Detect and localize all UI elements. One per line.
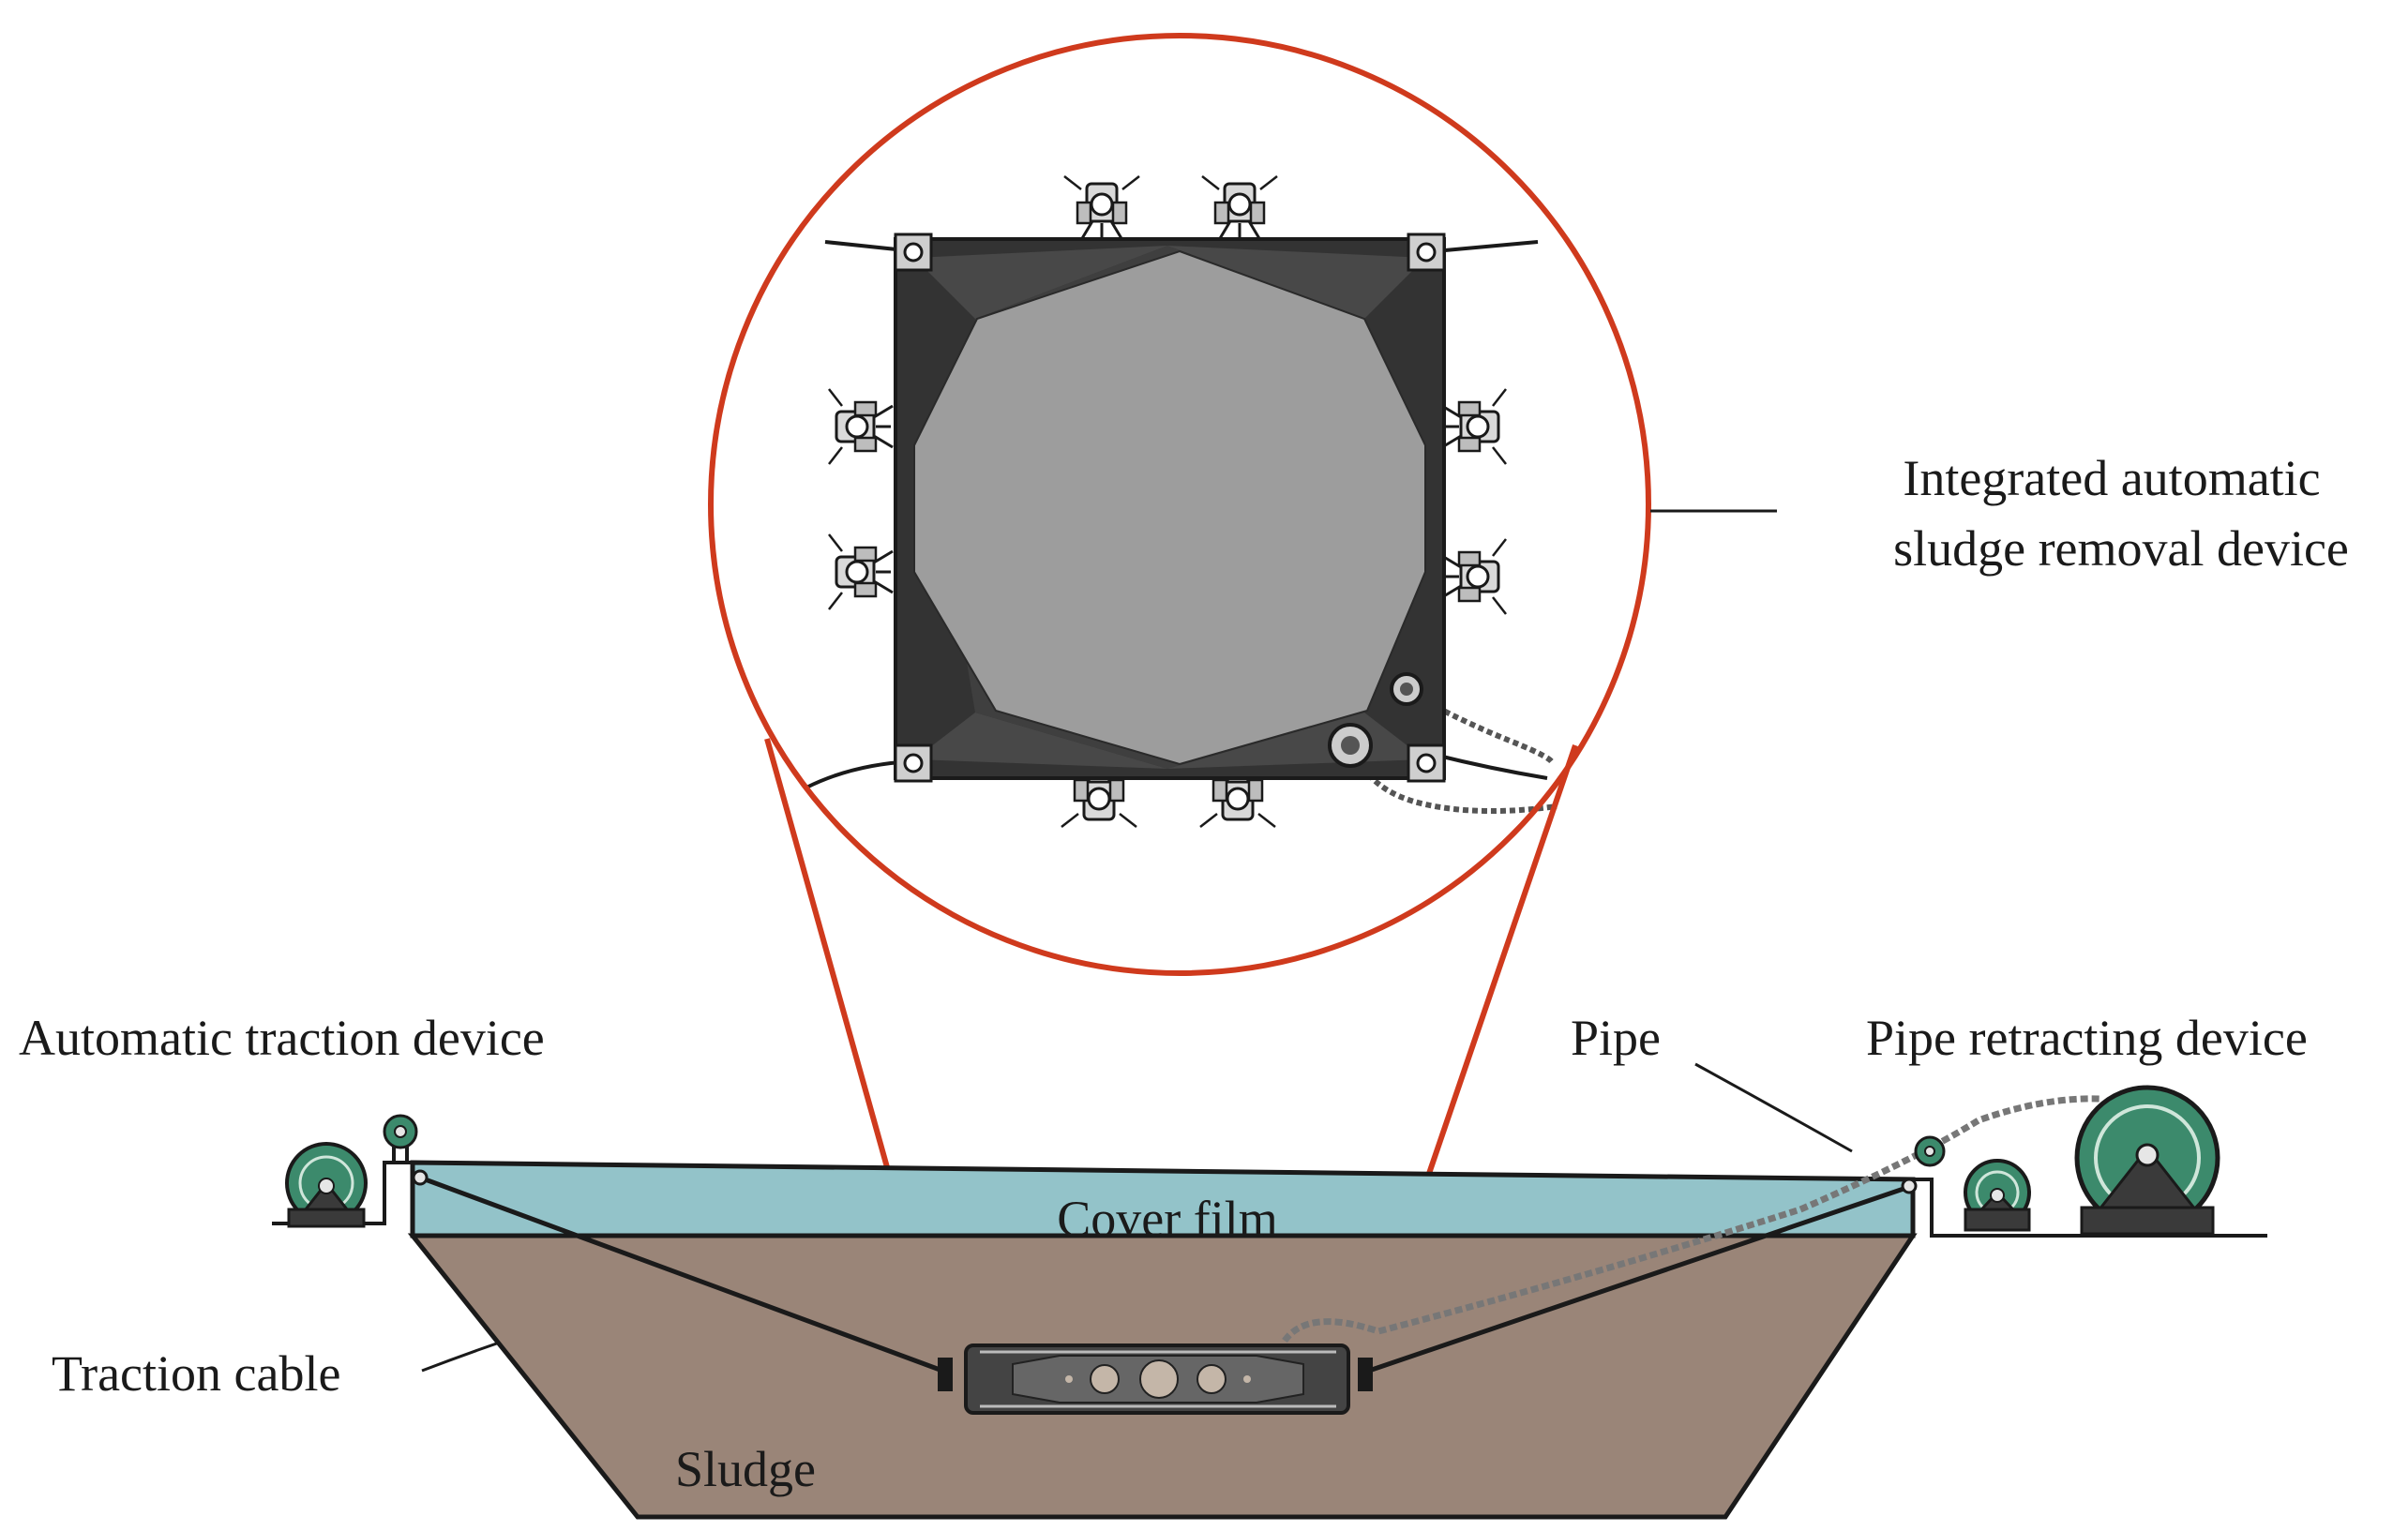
device-side-view (938, 1343, 1373, 1415)
roller-left-2 (827, 533, 895, 611)
connector-port-2-core (1341, 736, 1360, 755)
traction-cable-right (1368, 1186, 1904, 1373)
device-body-top-view (894, 233, 1446, 783)
label-sludge: Sludge (675, 1441, 816, 1497)
ground-right (1913, 1178, 2267, 1238)
cable-stub-bottom-right (1434, 753, 1548, 780)
connector-port-1-core (1400, 683, 1413, 696)
cover-film-layer (410, 1160, 1916, 1238)
roller-right-2 (1440, 537, 1508, 616)
roller-top-1 (1062, 174, 1141, 242)
label-traction-cable: Traction cable (52, 1345, 340, 1402)
cable-stub-top-right (1434, 240, 1539, 253)
label-pipe-retracting-device: Pipe retracting device (1866, 1010, 2308, 1066)
roller-left-1 (827, 387, 895, 466)
label-cover-film: Cover film (1057, 1191, 1277, 1247)
label-automatic-traction-device: Automatic traction device (19, 1010, 545, 1066)
roller-right-1 (1440, 387, 1508, 466)
pipe-line (1282, 1095, 2101, 1343)
hose-lower (1352, 748, 1558, 815)
leader-pipe (1694, 1062, 1853, 1153)
label-device-line1: Integrated automatic (1903, 450, 2320, 506)
roller-top-2 (1200, 174, 1279, 242)
magnifier-circle (708, 33, 1651, 976)
label-device-line2: sludge removal device (1893, 520, 2349, 577)
automatic-traction-device (285, 1114, 429, 1228)
traction-cable-left (419, 1175, 943, 1373)
label-pipe: Pipe (1571, 1010, 1661, 1066)
magnified-view (708, 33, 1651, 976)
basin-cross-section (272, 1095, 2267, 1520)
pipe-retracting-device (1901, 1085, 2220, 1236)
